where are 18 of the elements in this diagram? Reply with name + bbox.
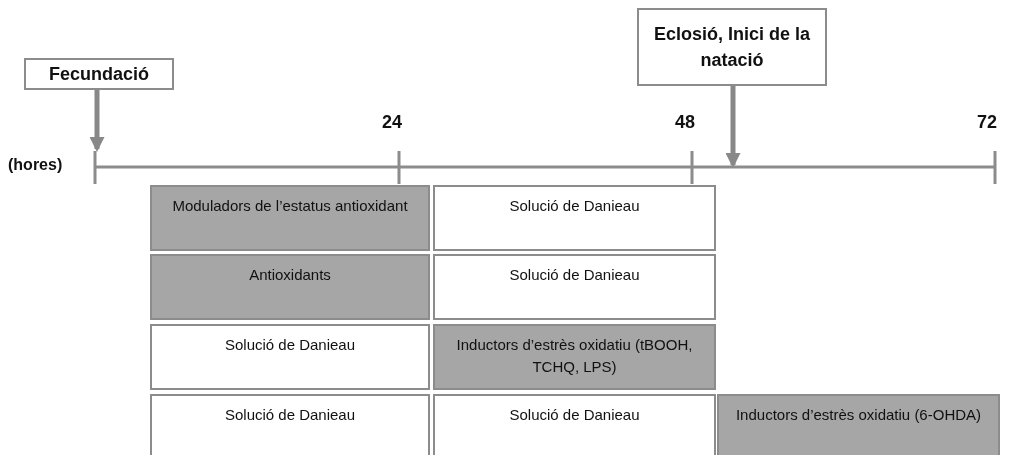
medium-box: Solució de Danieau xyxy=(150,324,430,390)
tick-label: 72 xyxy=(977,112,998,133)
medium-box: Solució de Danieau xyxy=(433,394,716,455)
medium-box: Solució de Danieau xyxy=(150,394,430,455)
event-box: Eclosió, Inici de la natació xyxy=(637,8,827,86)
medium-box: Solució de Danieau xyxy=(433,254,716,320)
time-axis xyxy=(93,149,997,186)
tick-label: 24 xyxy=(382,112,403,133)
event-box: Fecundació xyxy=(24,58,174,90)
tick-label: 48 xyxy=(675,112,696,133)
treatment-box: Antioxidants xyxy=(150,254,430,320)
treatment-box: Inductors d’estrès oxidatiu (tBOOH, TCHQ, LPS) xyxy=(433,324,716,390)
arrow xyxy=(725,86,741,168)
medium-box: Solució de Danieau xyxy=(433,185,716,251)
arrow xyxy=(89,90,105,152)
treatment-box: Moduladors de l’estatus antioxidant xyxy=(150,185,430,251)
treatment-box: Inductors d’estrès oxidatiu (6-OHDA) xyxy=(717,394,1000,455)
axis-unit-label: (hores) xyxy=(8,156,63,174)
